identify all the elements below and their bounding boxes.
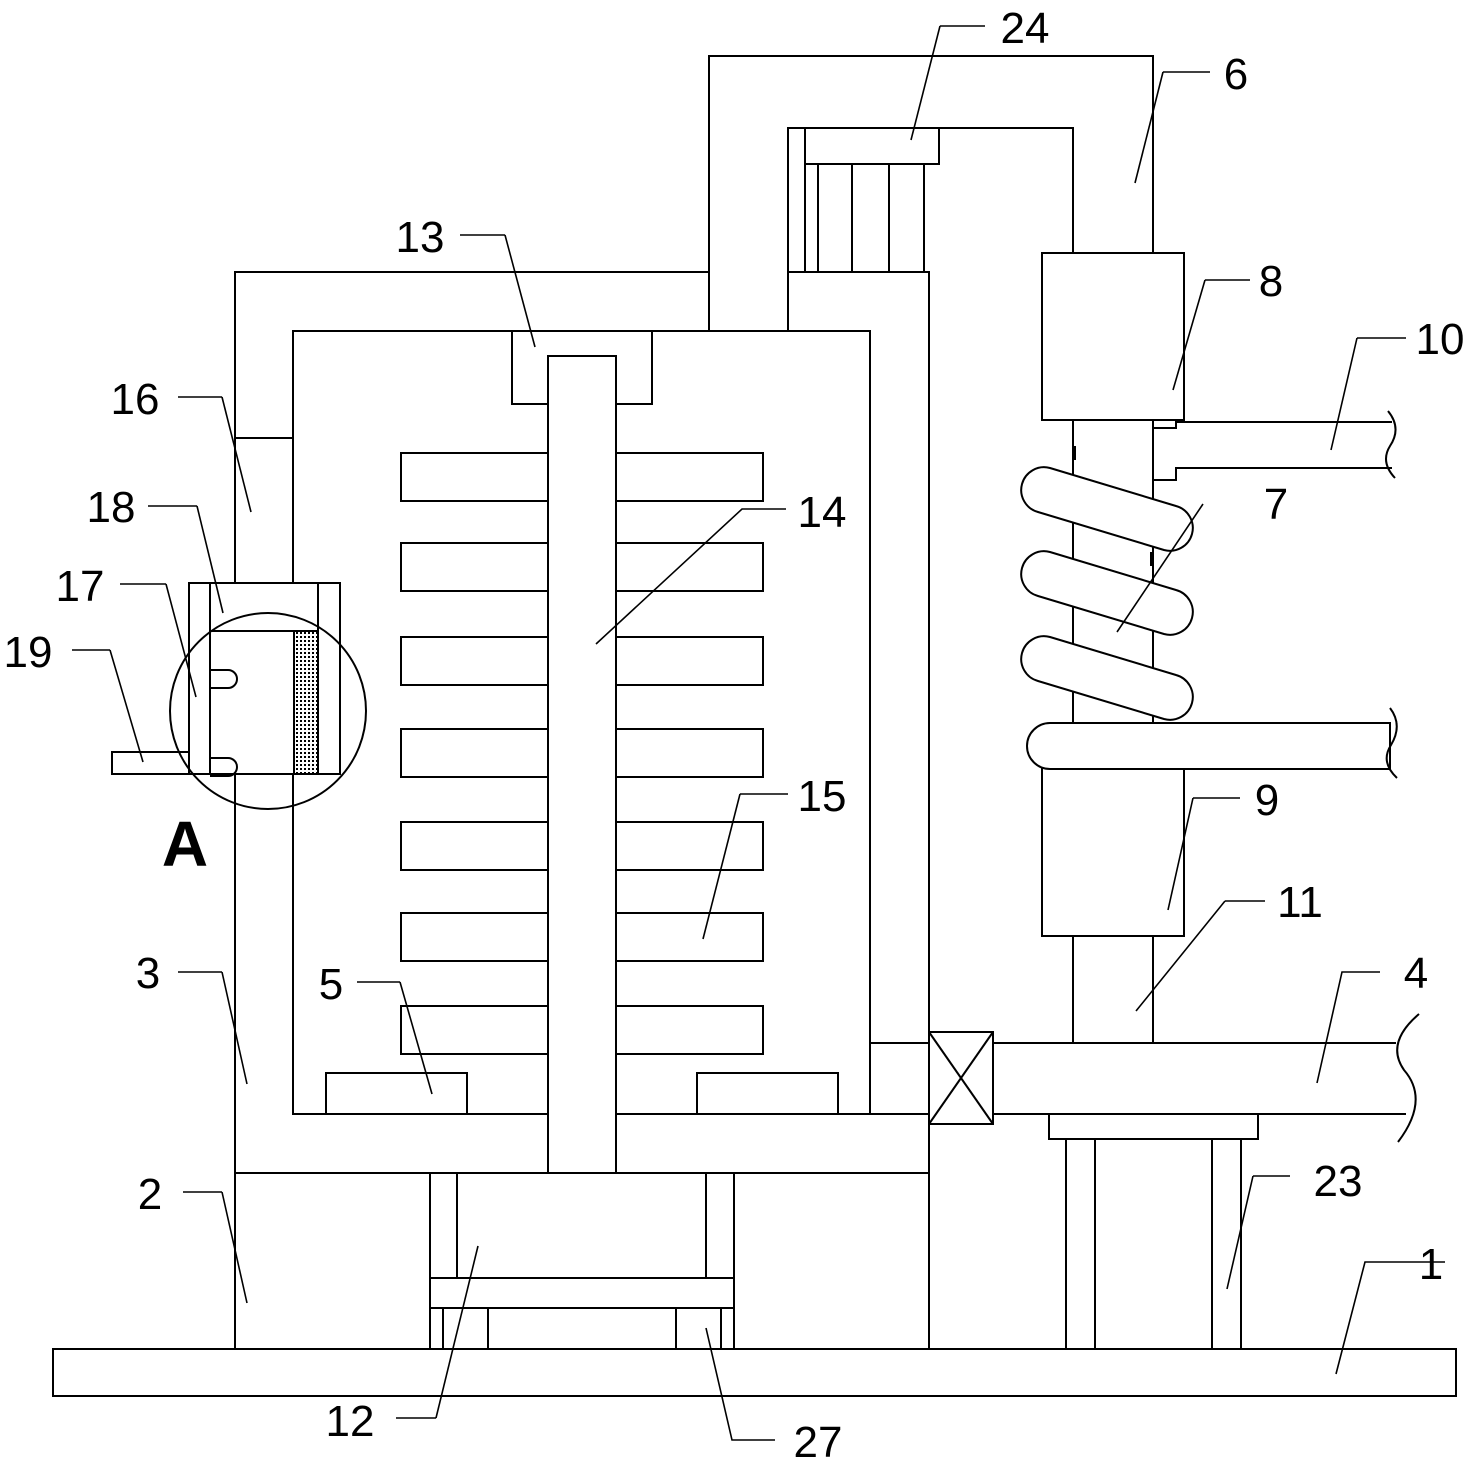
label-2: 2 [138, 1170, 162, 1219]
inlet-pipe [1153, 421, 1392, 481]
filter-mesh [293, 630, 319, 775]
label-11: 11 [1277, 878, 1323, 927]
paddle-blade-right-4 [615, 728, 764, 778]
paddle-blade-right-6 [615, 912, 764, 962]
paddle-blade-right-1 [615, 452, 764, 502]
label-1: 1 [1419, 1240, 1443, 1289]
motor-seat [511, 331, 653, 405]
detail-circle-A [169, 612, 367, 810]
handle-rod [111, 751, 190, 775]
support-frame [234, 1173, 930, 1349]
pipe-break-10 [1385, 410, 1397, 479]
label-14: 14 [798, 488, 847, 537]
bottom-block-left [325, 1072, 468, 1115]
stirring-shaft [547, 355, 617, 1174]
label-24: 24 [1001, 4, 1050, 53]
filter-assembly [111, 582, 341, 777]
upper-collar [1041, 252, 1185, 421]
label-7: 7 [1264, 480, 1288, 529]
paddle-blade-right-5 [615, 821, 764, 871]
cooling-coil [1020, 446, 1391, 770]
paddle-blade-right-2 [615, 542, 764, 592]
foot-left [442, 1307, 489, 1350]
foot-right [675, 1307, 722, 1350]
paddle-group [400, 452, 764, 1055]
label-13: 13 [396, 213, 445, 262]
label-23: 23 [1314, 1157, 1363, 1206]
label-8: 8 [1259, 257, 1283, 306]
label-12: 12 [326, 1397, 375, 1446]
paddle-blade-left-7 [400, 1005, 549, 1055]
lower-collar [1041, 767, 1185, 937]
label-detail-A: A [162, 808, 208, 880]
paddle-blade-left-1 [400, 452, 549, 502]
label-15: 15 [798, 772, 847, 821]
top-bracket [787, 127, 940, 273]
pipe-support [1048, 1113, 1259, 1350]
drive-stand [429, 1172, 735, 1350]
label-9: 9 [1255, 776, 1279, 825]
label-5: 5 [319, 960, 343, 1009]
label-17: 17 [56, 562, 105, 611]
pipe-break-9 [1385, 707, 1398, 779]
label-10: 10 [1416, 315, 1465, 364]
label-4: 4 [1404, 949, 1428, 998]
label-6: 6 [1224, 50, 1248, 99]
bottom-block-right [696, 1072, 839, 1115]
label-16: 16 [111, 375, 160, 424]
outlet-block [869, 1042, 930, 1115]
valve [928, 1031, 994, 1125]
paddle-blade-right-3 [615, 636, 764, 686]
base-plate [52, 1348, 1457, 1397]
paddle-blade-left-3 [400, 636, 549, 686]
paddle-blade-left-2 [400, 542, 549, 592]
paddle-blade-left-5 [400, 821, 549, 871]
pipe-break-4 [1396, 1013, 1420, 1143]
discharge-pipe [993, 1042, 1406, 1115]
label-18: 18 [87, 483, 136, 532]
paddle-blade-left-6 [400, 912, 549, 962]
label-3: 3 [136, 949, 160, 998]
paddle-blade-left-4 [400, 728, 549, 778]
label-27: 27 [794, 1418, 843, 1467]
label-19: 19 [4, 628, 53, 677]
leader-lines [72, 25, 1445, 1441]
paddle-blade-right-7 [615, 1005, 764, 1055]
